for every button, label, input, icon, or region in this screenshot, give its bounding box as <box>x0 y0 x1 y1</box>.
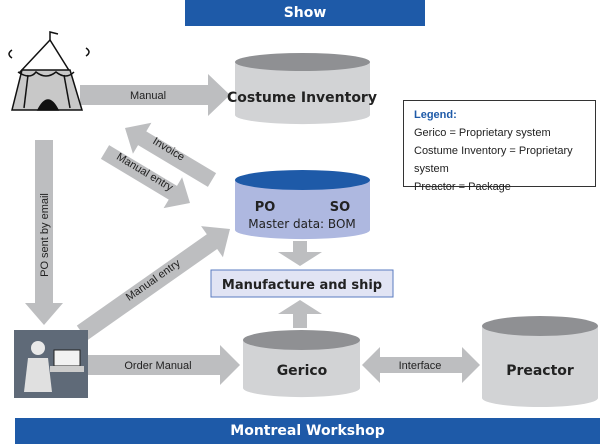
preactor-db: Preactor <box>482 316 598 407</box>
so-label: SO <box>330 200 350 215</box>
manual-arrow <box>80 74 230 116</box>
po-label: PO <box>255 200 276 215</box>
invoice-arrow <box>125 122 217 187</box>
show-header: Show <box>185 0 425 26</box>
manufacture-box: Manufacture and ship <box>210 269 394 298</box>
workshop-footer: Montreal Workshop <box>15 418 600 444</box>
gerico-label: Gerico <box>277 363 328 379</box>
master-data-db: PO SO Master data: BOM <box>235 170 370 240</box>
order-manual-arrow <box>88 345 240 385</box>
manual-entry-top-arrow <box>100 145 190 209</box>
interface-label: Interface <box>399 360 442 372</box>
bom-to-manufacture-arrow <box>278 241 322 266</box>
legend-item: Costume Inventory = Proprietary system <box>414 145 573 175</box>
legend-item: Preactor = Package <box>414 181 511 193</box>
legend: Legend: Gerico = Proprietary system Cost… <box>403 100 596 193</box>
gerico-to-manufacture-arrow <box>278 300 322 328</box>
master-data-label: Master data: BOM <box>248 217 356 231</box>
circus-tent-icon <box>8 31 90 111</box>
legend-item: Gerico = Proprietary system <box>414 127 551 139</box>
interface-arrow <box>362 347 480 383</box>
po-email-label: PO sent by email <box>39 193 51 277</box>
costume-inventory-label: Costume Inventory <box>227 90 377 106</box>
gerico-db: Gerico <box>243 330 360 398</box>
seamstress-icon <box>14 330 88 398</box>
po-email-arrow <box>25 140 63 325</box>
legend-title: Legend: <box>414 109 457 121</box>
preactor-label: Preactor <box>506 363 574 379</box>
order-manual-label: Order Manual <box>124 360 191 372</box>
costume-inventory-db: Costume Inventory <box>227 53 377 125</box>
manufacture-label: Manufacture and ship <box>222 278 382 293</box>
manual-entry-bottom-arrow <box>76 226 230 341</box>
manual-entry-bottom-label: Manual entry <box>124 257 183 304</box>
manual-label: Manual <box>130 90 166 102</box>
